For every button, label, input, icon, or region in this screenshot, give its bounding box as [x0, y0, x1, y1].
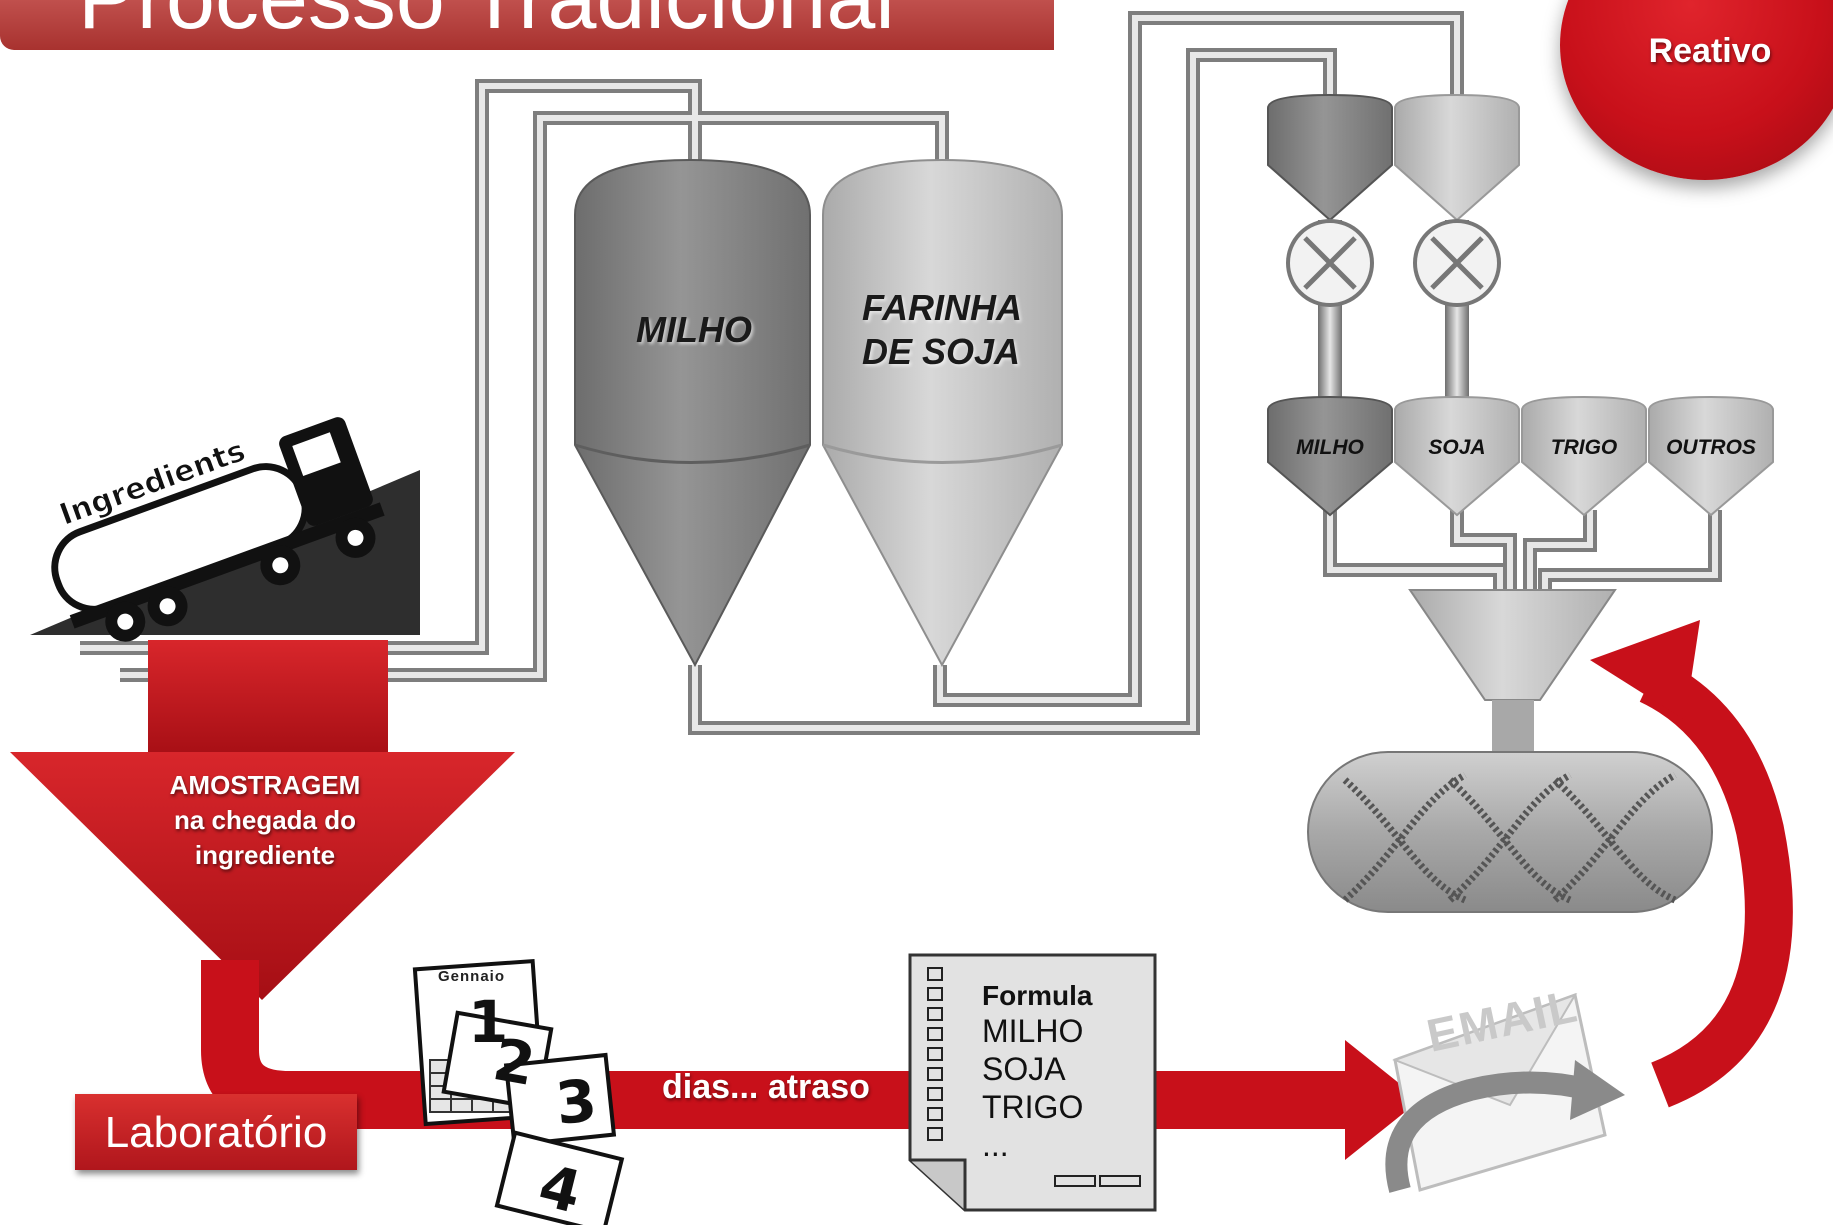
bin-soja — [1394, 395, 1520, 517]
reativo-label: Reativo — [1648, 32, 1772, 70]
sampling-label: AMOSTRAGEM na chegada do ingrediente — [130, 768, 400, 873]
formula-title: Formula — [982, 980, 1093, 1011]
formula-item: MILHO — [982, 1013, 1084, 1049]
silo-milho-label: MILHO — [636, 309, 752, 350]
upper-bin-light — [1394, 93, 1520, 400]
silo-soja — [822, 158, 1063, 668]
formula-item: SOJA — [982, 1051, 1066, 1087]
pipes — [80, 11, 1722, 735]
truck-icon — [51, 417, 385, 642]
sampling-line-1: AMOSTRAGEM — [169, 770, 361, 800]
bin-milho — [1267, 395, 1393, 517]
delay-label: dias... atraso — [662, 1068, 870, 1106]
lab-box — [75, 1094, 357, 1170]
silo-milho — [574, 158, 811, 668]
calendar-number-3: 3 — [552, 1066, 600, 1138]
calendar-number-1: 1 — [468, 988, 509, 1056]
bin-soja-label: SOJA — [1428, 436, 1486, 459]
upper-bin-dark — [1267, 93, 1393, 400]
title-banner: Processo Tradicional — [0, 0, 1054, 50]
mixer — [1307, 751, 1713, 913]
email-icon — [1385, 993, 1625, 1193]
return-arrow — [1590, 620, 1793, 1108]
lab-label: Laboratório — [104, 1108, 328, 1157]
sampling-line-3: ingrediente — [194, 840, 336, 871]
calendar-month: Gennaio — [438, 968, 506, 985]
page-title: Processo Tradicional — [78, 0, 895, 42]
bin-milho-label: MILHO — [1296, 436, 1364, 459]
bin-outros — [1648, 395, 1774, 517]
bin-trigo-label: TRIGO — [1550, 436, 1618, 459]
flow-path — [201, 960, 1420, 1160]
formula-item: ... — [982, 1127, 1009, 1163]
formula-document — [908, 953, 1157, 1212]
calendar-icon — [412, 959, 625, 1225]
sampling-line-2: na chegada do — [173, 805, 357, 836]
sampling-arrow — [10, 640, 515, 1000]
silo-soja-label-line1: FARINHA — [862, 287, 1022, 328]
bin-trigo — [1521, 395, 1647, 517]
bin-outros-label: OUTROS — [1666, 436, 1756, 459]
silo-soja-label-line2: DE SOJA — [862, 331, 1021, 372]
mixer-funnel — [1408, 589, 1617, 755]
formula-item: TRIGO — [982, 1089, 1084, 1125]
